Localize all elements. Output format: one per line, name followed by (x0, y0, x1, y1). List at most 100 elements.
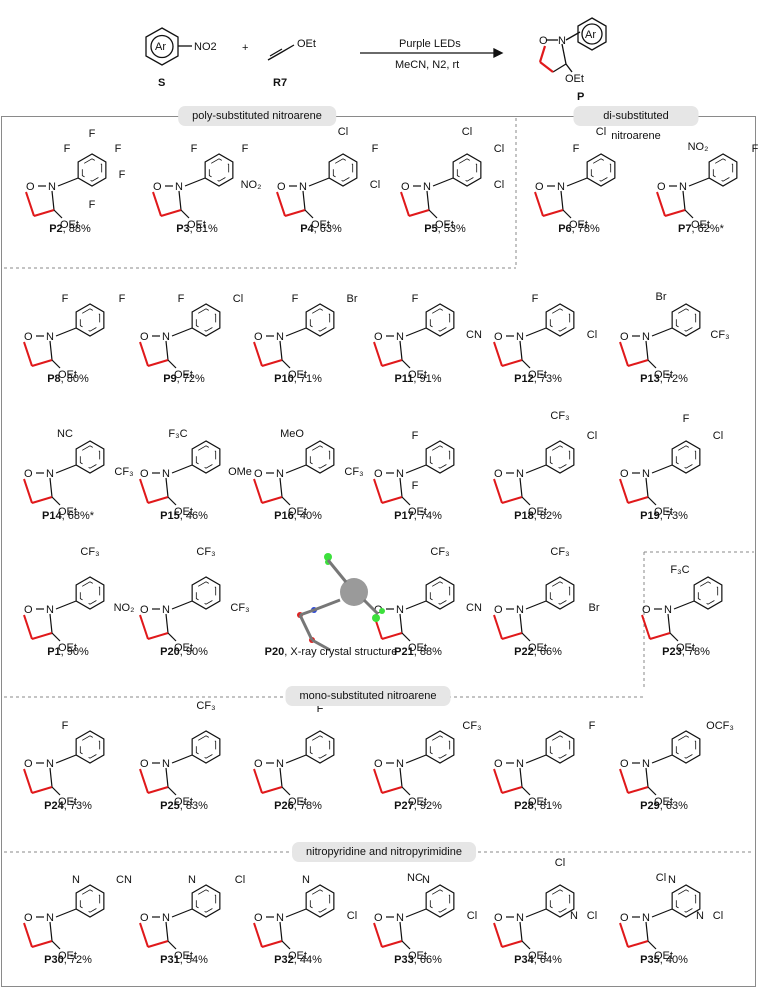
c-c-bond-highlight (627, 359, 649, 367)
compound-id: P10 (274, 373, 294, 385)
compound-label-p9: P9, 72% (163, 373, 205, 385)
compound-label-p10: P10, 71% (274, 373, 322, 385)
compound-id: P2 (49, 223, 63, 235)
aryl-ring (425, 884, 455, 918)
compound-id: P5 (424, 223, 438, 235)
c-o-bond-highlight (534, 191, 544, 217)
aryl-ring-inner (675, 889, 697, 913)
c-o-bond-highlight (641, 614, 651, 640)
aryl-ring-inner (549, 445, 571, 469)
n-c-bond (399, 767, 403, 788)
substituent-label: N (570, 910, 578, 922)
n-aryl-bond (651, 464, 673, 474)
substituent-label: N (188, 874, 196, 886)
substituent-label: CF₃ (710, 329, 729, 341)
n-c-bond (279, 477, 283, 498)
c-c-bond-highlight (649, 632, 671, 640)
c-c-bond-highlight (501, 632, 523, 640)
c-oet-bond (51, 632, 61, 642)
aryl-ring-inner (549, 581, 571, 605)
c-c-bond-highlight (261, 940, 283, 948)
c-c-bond-highlight (381, 496, 403, 504)
substituent-label: CF₃ (196, 546, 215, 558)
s-nitro-label: NO2 (194, 41, 217, 53)
ring-n-label: N (516, 912, 524, 924)
c-c-bond-highlight (261, 786, 283, 794)
c-o-bond-highlight (253, 341, 263, 367)
n-aryl-bond (651, 908, 673, 918)
n-c-bond (519, 921, 523, 942)
n-c-bond (519, 613, 523, 634)
compound-label-p6: P6, 78% (558, 223, 600, 235)
c-o-bond-highlight (493, 614, 503, 640)
ring-o-label: O (254, 331, 263, 343)
ring-o-label: O (26, 181, 35, 193)
c-o-bond-highlight (139, 922, 149, 948)
compound-label-p26: P26, 78% (274, 800, 322, 812)
compound-label-p16: P16, 40% (274, 510, 322, 522)
oet-label: OEt (58, 796, 77, 808)
ring-o-label: O (374, 331, 383, 343)
oet-label: OEt (60, 219, 79, 231)
compound-id: P3 (176, 223, 190, 235)
ring-o-label: O (494, 331, 503, 343)
compound-yield: 78% (687, 646, 710, 658)
c-c-bond-highlight (381, 359, 403, 367)
n-c-bond (645, 477, 649, 498)
aryl-ring-inner (429, 581, 451, 605)
aryl-ring-inner (309, 889, 331, 913)
aryl-ring (425, 303, 455, 337)
oet-label: OEt (174, 506, 193, 518)
p-n-label: N (558, 35, 566, 47)
oet-label: OEt (691, 219, 710, 231)
compound-label-p5: P5, 53% (424, 223, 466, 235)
p-o-label: O (539, 35, 548, 47)
oet-label: OEt (174, 642, 193, 654)
aryl-ring-inner (590, 158, 612, 182)
compound-label-p2: P2, 88% (49, 223, 91, 235)
section-pill-mono: mono-substituted nitroarene (285, 686, 451, 706)
p-oet-label: OEt (565, 73, 584, 85)
ring-n-label: N (46, 912, 54, 924)
ring-o-label: O (494, 468, 503, 480)
ring-o-label: O (140, 468, 149, 480)
substituent-label: CN (466, 329, 482, 341)
ring-o-label: O (494, 604, 503, 616)
substituent-label: CF₃ (114, 466, 133, 478)
c-o-bond-highlight (373, 478, 383, 504)
substituent-label: MeO (280, 428, 304, 440)
c-c-bond-highlight (261, 496, 283, 504)
substituent-label: Br (656, 291, 667, 303)
n-aryl-bond (308, 177, 330, 187)
aryl-ring (75, 730, 105, 764)
substituent-label: F (573, 143, 580, 155)
c-oet-bond (53, 209, 63, 219)
aryl-ring (305, 440, 335, 474)
c-oet-bond (281, 496, 291, 506)
compound-yield: 71% (299, 373, 322, 385)
compound-id: P7 (678, 223, 692, 235)
compound-label-p20: P20, 90% (160, 646, 208, 658)
aryl-ring-inner (712, 158, 734, 182)
aryl-ring-inner (195, 308, 217, 332)
ring-n-label: N (162, 758, 170, 770)
compound-id: P26 (274, 800, 294, 812)
compound-label-p17: P17, 74% (394, 510, 442, 522)
c-c-bond-highlight (501, 496, 523, 504)
substituent-label: F (62, 720, 69, 732)
compound-id: P22 (514, 646, 534, 658)
substituent-label: F (64, 143, 71, 155)
aryl-ring (75, 576, 105, 610)
ring-n-label: N (46, 758, 54, 770)
aryl-ring-inner (208, 158, 230, 182)
compound-yield: 90% (66, 646, 89, 658)
c-oet-bond (669, 632, 679, 642)
aryl-ring (545, 730, 575, 764)
c-o-bond-highlight (23, 768, 33, 794)
ring-n-label: N (396, 468, 404, 480)
c-oet-bond (401, 786, 411, 796)
